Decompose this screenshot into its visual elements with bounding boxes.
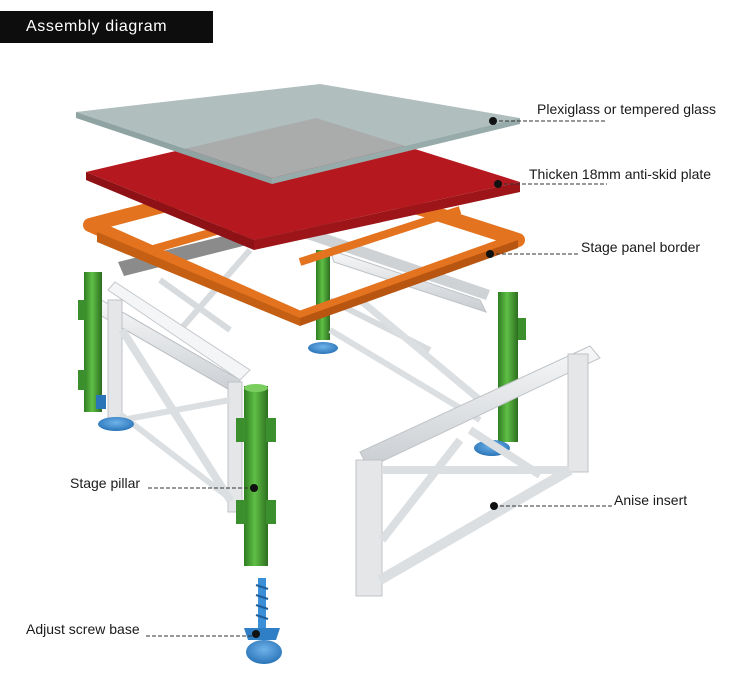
glass-panel — [76, 84, 520, 184]
stage-pillar-right-back — [474, 292, 526, 456]
label-glass: Plexiglass or tempered glass — [537, 101, 716, 117]
adjust-screw-base — [244, 578, 282, 664]
stage-pillar-front — [236, 384, 276, 566]
label-pillar: Stage pillar — [70, 475, 141, 491]
label-insert: Anise insert — [614, 492, 688, 508]
label-border: Stage panel border — [581, 239, 701, 255]
leader-pillar — [148, 484, 258, 492]
leader-screw-base — [146, 630, 260, 638]
label-plate: Thicken 18mm anti-skid plate — [529, 166, 712, 182]
truss-left — [97, 281, 251, 513]
leader-insert — [490, 502, 612, 510]
label-screw-base: Adjust screw base — [26, 621, 140, 637]
anise-insert-truss — [355, 345, 601, 597]
leader-glass — [489, 117, 607, 125]
leader-border — [486, 250, 578, 258]
leader-plate — [494, 180, 607, 188]
stage-pillar-left — [78, 272, 134, 431]
diagram-title: Assembly diagram — [0, 11, 213, 43]
